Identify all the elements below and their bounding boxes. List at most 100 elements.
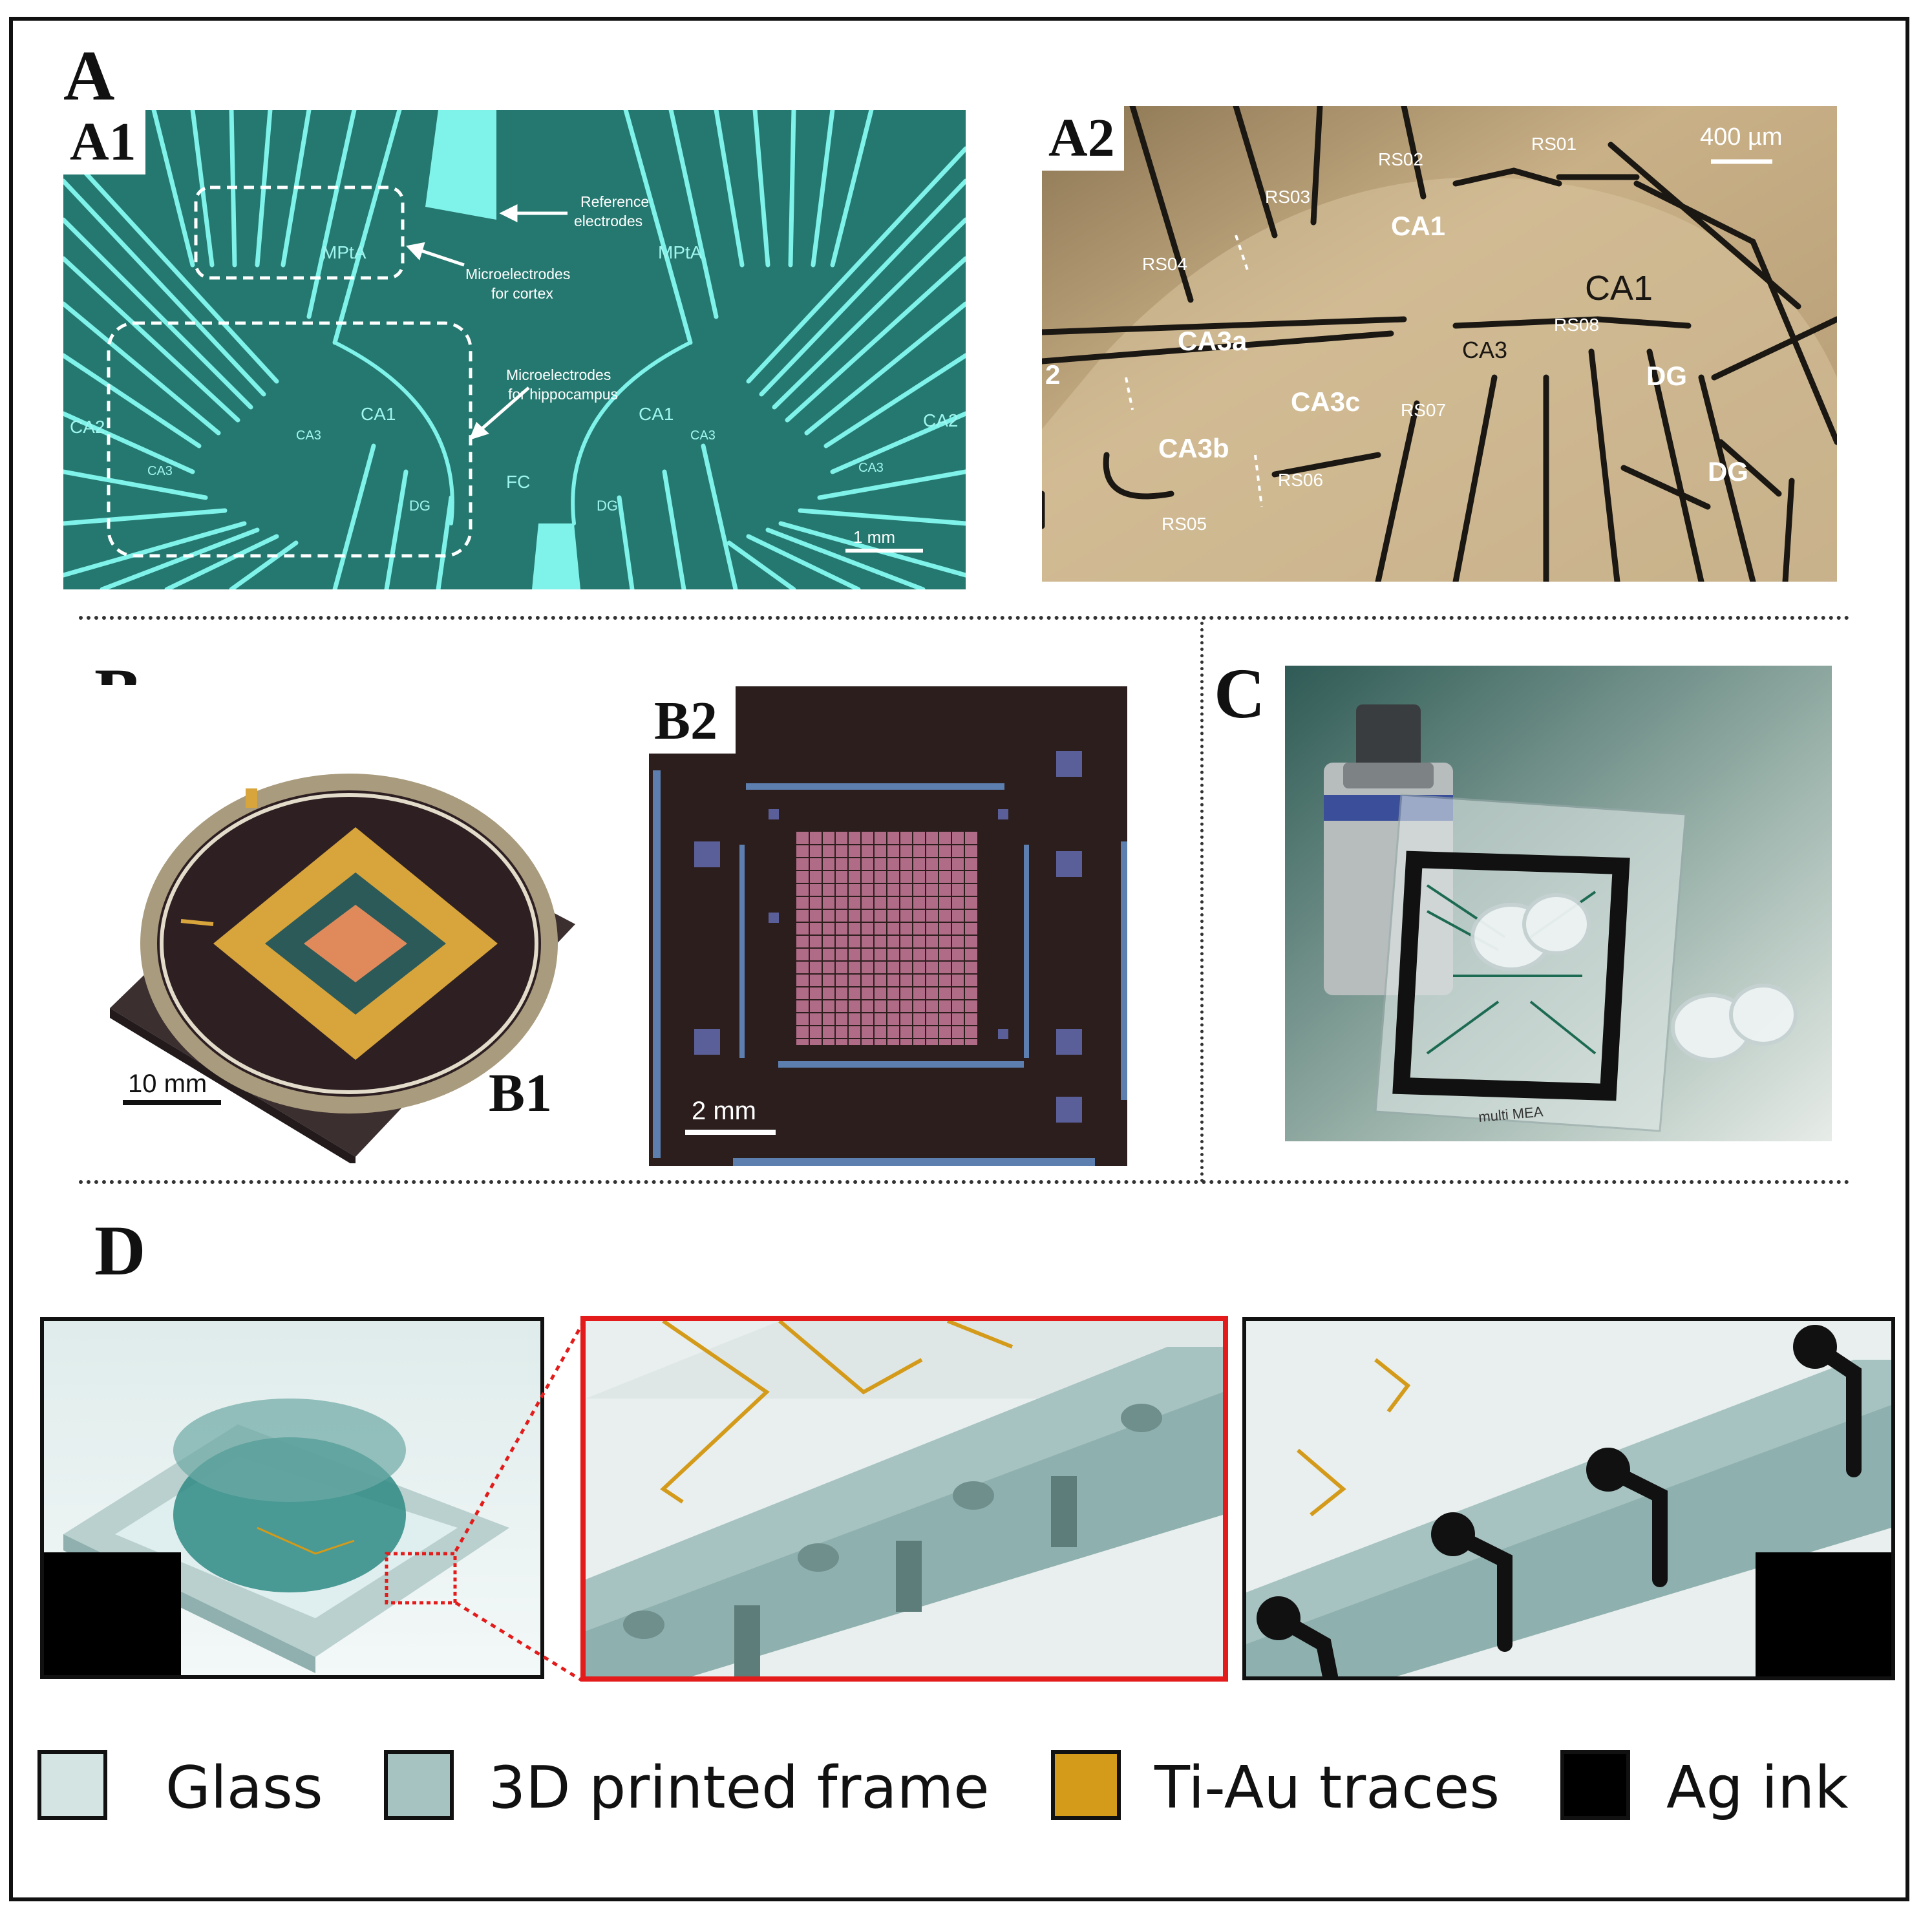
a1-cortex-box: [194, 185, 405, 280]
a2-ca1-b: CA1: [1585, 269, 1653, 308]
d1-device-overview: [44, 1321, 540, 1675]
a2-ca2: 2: [1045, 359, 1060, 390]
a1-ca3-2: CA3: [690, 428, 716, 443]
b2-edge-pads: [653, 770, 1127, 1166]
b1-scale-label: 10 mm: [128, 1070, 207, 1098]
a2-region-labels: CA1 CA3a CA3c CA3b DG DG 2: [1045, 211, 1748, 487]
a2-dg-b: DG: [1708, 456, 1748, 487]
panel-a2-image: RS01 RS02 RS03 RS04 RS05 RS06 RS07 RS08 …: [1039, 103, 1840, 585]
a1-ca3-3: CA3: [147, 464, 173, 478]
d3-ag-ink-pads: [1257, 1325, 1837, 1640]
d3-black-corner: [1756, 1552, 1891, 1676]
a2-rs01: RS01: [1531, 134, 1576, 154]
a2-ca3c: CA3c: [1291, 386, 1360, 417]
a2-rs07: RS07: [1401, 400, 1446, 420]
a1-fc: FC: [506, 472, 530, 492]
figure-frame: [9, 17, 1909, 1901]
a1-reference-line2: electrodes: [574, 213, 642, 229]
panel-b2-image: 2 mm B2: [649, 686, 1127, 1166]
a2-rs04: RS04: [1142, 254, 1187, 274]
a2-rs05: RS05: [1162, 514, 1207, 534]
a1-cortex-line2: for cortex: [491, 285, 553, 302]
d2-slots: [734, 1476, 1077, 1676]
a1-scale-label: 1 mm: [853, 527, 895, 547]
a2-rs02: RS02: [1378, 149, 1423, 169]
panel-d-label: D: [94, 1211, 146, 1290]
panel-a1-label: A1: [63, 110, 145, 174]
legend-swatch-glass: [37, 1750, 107, 1820]
a1-cortex-line1: Microelectrodes: [465, 266, 570, 282]
panel-a1-image: Reference electrodes Microelectrodes for…: [61, 107, 968, 592]
legend-swatch-3d-frame: [384, 1750, 454, 1820]
panel-d2-image: [580, 1316, 1228, 1682]
panel-b1-image: 10 mm B1: [84, 685, 588, 1167]
a2-rs03: RS03: [1265, 187, 1310, 207]
a1-reference-electrode-bottom: [532, 523, 580, 589]
a1-annotation-text: Reference electrodes Microelectrodes for…: [465, 193, 649, 403]
a1-ca3-1: CA3: [296, 428, 321, 443]
a1-dg-left: DG: [409, 498, 430, 514]
a1-dg-right: DG: [597, 498, 618, 514]
panel-a2-label: A2: [1042, 106, 1124, 171]
a2-ca3a: CA3a: [1178, 326, 1247, 356]
a2-ca1-a: CA1: [1391, 211, 1445, 241]
legend-label-ti-au: Ti-Au traces: [1154, 1754, 1500, 1822]
a2-scale-label: 400 µm: [1700, 123, 1783, 151]
legend-swatch-ag-ink: [1560, 1750, 1630, 1820]
a1-reference-line1: Reference: [580, 193, 649, 210]
divider-after-a: [79, 616, 1850, 620]
b2-cmos-array: 2 mm: [649, 686, 1127, 1166]
a1-microelectrode-layout: Reference electrodes Microelectrodes for…: [61, 107, 968, 592]
d2-holes: [623, 1404, 1162, 1639]
panel-c-label: C: [1214, 654, 1266, 733]
a2-tissue: [1042, 177, 1837, 582]
a2-rs06: RS06: [1278, 470, 1323, 490]
d2-frame-closeup: [586, 1321, 1223, 1676]
a2-site-labels: RS01 RS02 RS03 RS04 RS05 RS06 RS07 RS08: [1142, 134, 1599, 534]
c-wells: [1470, 893, 1798, 1062]
a2-hippocampal-slice: RS01 RS02 RS03 RS04 RS05 RS06 RS07 RS08 …: [1039, 103, 1840, 585]
d3-ag-ink-connections: [1246, 1321, 1891, 1676]
d-zoom-connectors: [454, 1324, 584, 1682]
a1-hippocampus-line1: Microelectrodes: [506, 366, 611, 383]
a1-electrode-traces: [61, 107, 968, 592]
divider-after-bc: [79, 1180, 1850, 1184]
d2-ti-au-traces: [660, 1321, 1014, 1504]
d3-ti-au-traces: [1297, 1358, 1411, 1517]
legend-label-ag-ink: Ag ink: [1666, 1754, 1849, 1822]
b1-active-area: [304, 905, 407, 982]
legend-label-glass: Glass: [165, 1754, 323, 1822]
a1-ca3-4: CA3: [858, 461, 884, 475]
a1-region-labels: MPtA MPtA CA1 CA1 CA2 CA2 CA3 CA3 CA3 CA…: [70, 242, 958, 514]
a1-ca2-left: CA2: [70, 417, 105, 437]
a1-annotation-arrows: [406, 204, 568, 440]
panel-d3-image: [1242, 1317, 1895, 1680]
legend-label-3d-frame: 3D printed frame: [489, 1754, 990, 1822]
a2-ca3b: CA3b: [1158, 433, 1229, 463]
a2-electrode-traces: [1039, 103, 1840, 585]
a1-ca1-left: CA1: [361, 404, 396, 424]
panel-a-label: A: [63, 36, 115, 115]
legend-swatch-ti-au: [1051, 1750, 1121, 1820]
b2-scale-label: 2 mm: [692, 1097, 756, 1125]
c-multi-mea-photo: multi MEA: [1285, 666, 1832, 1141]
c-black-frame: [1392, 850, 1630, 1101]
b1-mea-chip-photo: 10 mm: [84, 685, 588, 1167]
a2-boundary-lines: [1125, 235, 1263, 507]
a1-ca1-right: CA1: [639, 404, 674, 424]
a1-ca2-right: CA2: [923, 410, 958, 430]
d3-frame-side: [1246, 1405, 1891, 1676]
a1-mpta-left: MPtA: [322, 242, 366, 262]
panel-c-image: multi MEA: [1285, 666, 1832, 1141]
b2-contact-squares: [694, 751, 1082, 1123]
a2-dark-region-labels: CA1 CA3: [1462, 269, 1653, 363]
divider-b-c: [1200, 622, 1204, 1183]
d1-black-corner: [44, 1552, 181, 1675]
a1-reference-electrode-top: [425, 110, 496, 220]
panel-b2-label: B2: [649, 686, 736, 754]
a2-ca3: CA3: [1462, 337, 1507, 363]
a1-mpta-right: MPtA: [658, 242, 703, 262]
b2-grid-lines: [796, 832, 977, 1045]
panel-b1-label: B1: [489, 1063, 553, 1123]
a2-rs08: RS08: [1554, 315, 1599, 335]
